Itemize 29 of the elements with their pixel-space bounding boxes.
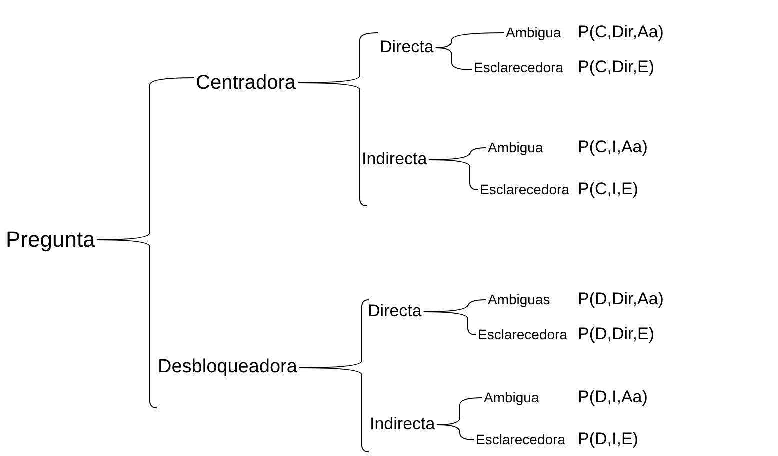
probability-label: P(C,Dir,Aa) (578, 24, 664, 42)
node-label: Pregunta (6, 228, 96, 252)
node-label: Ambigua (488, 140, 544, 156)
probability-label: P(C,Dir,E) (578, 58, 654, 78)
probability-label: P(D,I,Aa) (578, 388, 648, 408)
node-label: Esclarecedora (480, 182, 570, 198)
probability-label: P(C,I,Aa) (578, 138, 648, 158)
node-label: Directa (380, 38, 434, 58)
node-label: Indirecta (362, 150, 428, 170)
brace-connector (298, 82, 368, 206)
probability-label: P(D,Dir,E) (578, 326, 654, 344)
brace-connector (435, 48, 472, 70)
brace-connector (96, 240, 158, 408)
probability-label: P(D,Dir,Aa) (578, 290, 664, 310)
node-label: Centradora (196, 72, 296, 94)
node-label: Directa (368, 302, 422, 322)
node-label: Ambigua (484, 390, 540, 406)
node-label: Esclarecedora (476, 432, 566, 448)
node-label: Esclarecedora (474, 60, 564, 76)
node-label: Ambigua (506, 25, 562, 41)
probability-label: P(D,I,E) (578, 430, 638, 450)
brace-connector (423, 312, 476, 336)
probability-label: P(C,I,E) (578, 180, 638, 200)
node-label: Desbloqueadora (158, 358, 298, 378)
brace-connector (436, 424, 474, 440)
node-label: Esclarecedora (478, 327, 568, 343)
node-label: Ambiguas (488, 292, 550, 308)
brace-connector (298, 368, 370, 452)
node-label: Indirecta (370, 416, 436, 434)
